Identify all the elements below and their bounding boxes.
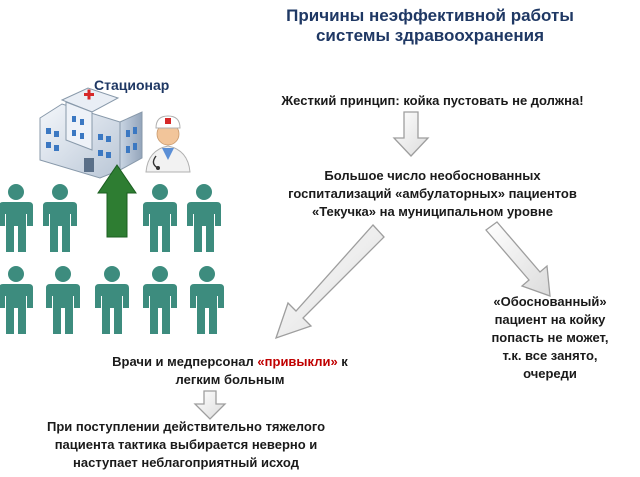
page-title: Причины неэффективной работы системы здр… (250, 6, 610, 46)
admission-up-arrow (97, 164, 137, 238)
person-icon (95, 266, 129, 334)
tactics-line-3: наступает неблагоприятный исход (73, 455, 299, 470)
doctors-after: к (337, 354, 348, 369)
doctors-before: Врачи и медперсонал (112, 354, 254, 369)
principle-line: Жесткий принцип: койка пустовать не долж… (281, 93, 584, 108)
person-icon (0, 266, 33, 334)
person-icon (0, 184, 33, 252)
arrow-to-doctors (274, 224, 385, 340)
arrow-principle-to-many (392, 111, 430, 157)
many-line-2: госпитализаций «амбулаторных» пациентов (288, 186, 577, 201)
doctors-line-2: легким больным (175, 372, 285, 387)
arrow-to-justified-patient (485, 221, 551, 297)
doctors-used-to-text: Врачи и медперсонал «привыкли» к легким … (60, 353, 400, 389)
person-icon (190, 266, 224, 334)
hospital-icon (39, 87, 143, 179)
principle-text: Жесткий принцип: койка пустовать не долж… (240, 92, 625, 110)
justified-line-1: «Обоснованный» (493, 294, 607, 309)
justified-line-2: пациент на койку (494, 312, 606, 327)
doctor-icon (145, 115, 191, 173)
arrow-doctors-to-tactics (193, 390, 227, 420)
justified-line-5: очереди (523, 366, 577, 381)
person-icon (43, 184, 77, 252)
tactics-line-2: пациента тактика выбирается неверно и (54, 437, 318, 452)
justified-line-3: попасть не может, (491, 330, 609, 345)
doctors-highlight: «привыкли» (257, 354, 338, 369)
person-icon (143, 266, 177, 334)
many-line-3: «Текучка» на муниципальном уровне (311, 204, 553, 219)
title-line-1: Причины неэффективной работы (286, 6, 574, 25)
person-icon (46, 266, 80, 334)
title-line-2: системы здравоохранения (315, 26, 545, 45)
justified-line-4: т.к. все занято, (502, 348, 598, 363)
wrong-tactics-text: При поступлении действительно тяжелого п… (6, 418, 366, 472)
unjustified-hospitalizations-text: Большое число необоснованных госпитализа… (240, 167, 625, 221)
person-icon (187, 184, 221, 252)
many-line-1: Большое число необоснованных (324, 168, 541, 183)
tactics-line-1: При поступлении действительно тяжелого (46, 419, 326, 434)
red-cross-icon (84, 89, 94, 100)
doctors-line-1: Врачи и медперсонал «привыкли» к (60, 353, 400, 371)
person-icon (143, 184, 177, 252)
justified-patient-text: «Обоснованный» пациент на койку попасть … (462, 293, 638, 383)
hospital-label: Стационар (94, 77, 170, 93)
